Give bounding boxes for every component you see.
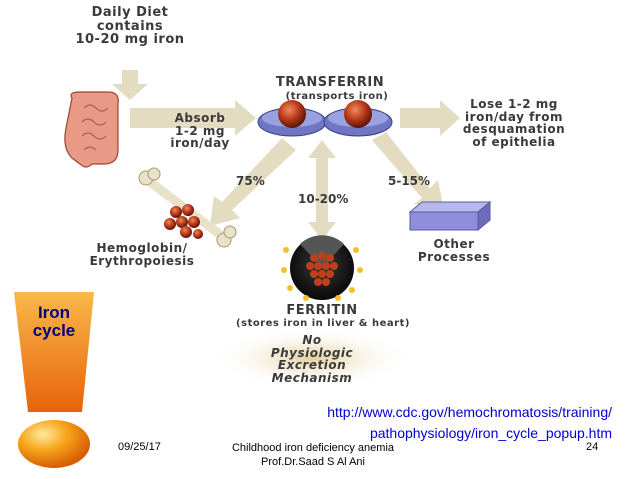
ferritin-title: FERRITIN [286, 303, 358, 318]
iron-cycle-badge-label: Iron cycle [32, 303, 76, 340]
percent-75-label: 75% [236, 174, 265, 188]
percent-5-15-label: 5-15% [388, 174, 431, 188]
no-excretion-label: No Physiologic Excretion Mechanism [270, 333, 354, 385]
source-url-line1[interactable]: http://www.cdc.gov/hemochromatosis/train… [327, 404, 612, 420]
red-blood-cells [164, 204, 203, 239]
footer-page-number: 24 [586, 441, 599, 453]
footer-date: 09/25/17 [118, 441, 161, 453]
transferrin-title: TRANSFERRIN [275, 75, 385, 90]
arrow-absorb [130, 100, 256, 136]
arrow-to-hemoglobin [210, 138, 296, 226]
arrow-lose [400, 100, 460, 136]
absorb-label: Absorb 1-2 mg iron/day [170, 111, 230, 151]
arrow-to-other [372, 132, 444, 210]
ferritin-molecule [281, 235, 363, 301]
arrow-diet-to-intestine [112, 70, 148, 100]
iron-cycle-badge [14, 292, 94, 468]
hemoglobin-label: Hemoglobin/ Erythropoiesis [89, 241, 195, 268]
intestine-illustration [64, 91, 119, 168]
lose-label: Lose 1-2 mg iron/day from desquamation o… [462, 97, 566, 149]
source-url[interactable]: http://www.cdc.gov/hemochromatosis/train… [250, 402, 612, 444]
daily-diet-label: Daily Diet contains 10-20 mg iron [75, 5, 185, 48]
other-processes-label: Other Processes [417, 237, 491, 264]
transferrin-molecule [257, 100, 393, 137]
arrow-ferritin-transferrin [308, 140, 336, 240]
percent-10-20-label: 10-20% [298, 192, 349, 206]
source-url-line2[interactable]: pathophysiology/iron_cycle_popup.htm [369, 425, 612, 441]
transferrin-subtitle: (transports iron) [285, 91, 389, 102]
footer-title: Childhood iron deficiency anemia Prof.Dr… [231, 442, 395, 469]
other-processes-box [408, 200, 492, 232]
no-excretion-shadow [212, 328, 412, 388]
ferritin-subtitle: (stores iron in liver & heart) [236, 318, 410, 329]
